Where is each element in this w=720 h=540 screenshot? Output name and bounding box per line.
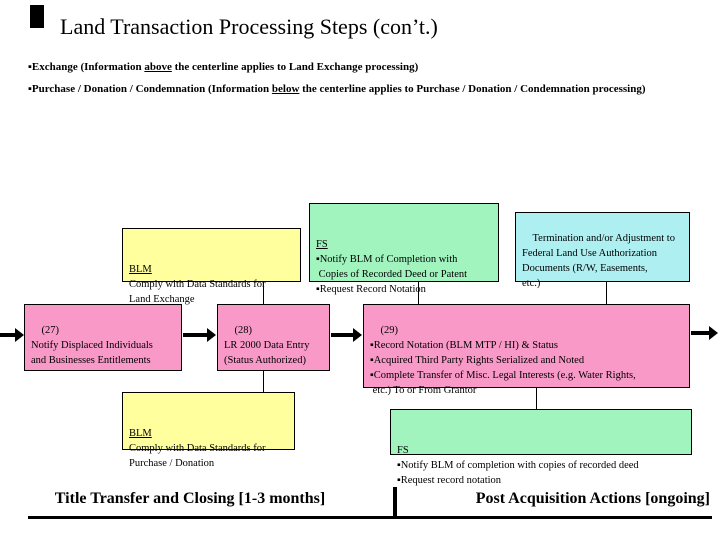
connector-yellow1-to-step28 [263,282,264,304]
phase-divider [393,487,397,517]
box-blm-purchase-donation-body: Comply with Data Standards for Purchase … [129,443,266,469]
connector-green1-to-step29 [418,282,419,304]
legend: ▪Exchange (Information above the centerl… [28,56,718,100]
legend-purchase-underlined: below [271,83,300,95]
page-title: Land Transaction Processing Steps (con’t… [60,14,438,39]
arrow-in-head [15,328,24,342]
box-blm-purchase-donation: BLM Comply with Data Standards for Purcha… [122,392,295,469]
arrow-out-head [709,326,718,340]
arrow-in-icon [0,328,24,342]
arrow-28-29-head [353,328,362,342]
legend-exchange-pre: ▪Exchange (Information [28,61,145,73]
box-fs-completion-body: ▪Notify BLM of Completion with Copies of… [316,254,468,295]
box-step-29-body: (29) ▪Record Notation (BLM MTP / HI) & S… [370,325,636,396]
arrow-in-shaft [0,333,16,337]
arrow-27-to-28-icon [183,328,216,342]
box-blm-land-exchange: BLM Comply with Data Standards for Land E… [122,228,301,305]
box-step-28: (28) LR 2000 Data Entry (Status Authoriz… [217,304,330,371]
legend-purchase-post: the centerline applies to Purchase / Don… [299,83,646,95]
box-step-27-body: (27) Notify Displaced Individuals and Bu… [31,325,153,366]
arrow-out-icon [691,326,718,340]
box-step-29: (29) ▪Record Notation (BLM MTP / HI) & S… [363,304,690,396]
connector-cyan-to-step29 [606,282,607,304]
connector-step29-to-green2 [536,388,537,409]
arrow-out-shaft [691,331,710,335]
box-fs-completion-lower-header: FS [397,445,409,456]
timeline-baseline [28,516,712,519]
arrow-27-28-head [207,328,216,342]
legend-purchase-pre: ▪Purchase / Donation / Condemnation (Inf… [28,83,272,95]
corner-placeholder [30,5,44,28]
phase-label-post-acquisition: Post Acquisition Actions [ongoing] [475,490,710,507]
box-termination: Termination and/or Adjustment to Federal… [515,212,690,289]
box-termination-body: Termination and/or Adjustment to Federal… [522,233,675,289]
box-fs-completion: FS ▪Notify BLM of Completion with Copies … [309,203,499,295]
arrow-28-29-shaft [331,333,354,337]
arrow-28-to-29-icon [331,328,362,342]
box-blm-land-exchange-body: Comply with Data Standards for Land Exch… [129,279,266,305]
box-fs-completion-lower-body: ▪Notify BLM of completion with copies of… [397,460,639,486]
arrow-27-28-shaft [183,333,208,337]
connector-step28-to-yellow2 [263,371,264,392]
box-fs-completion-lower: FS ▪Notify BLM of completion with copies … [390,409,692,486]
legend-exchange: ▪Exchange (Information above the centerl… [28,56,718,78]
box-step-28-body: (28) LR 2000 Data Entry (Status Authoriz… [224,325,310,366]
legend-exchange-post: the centerline applies to Land Exchange … [171,61,419,73]
box-blm-land-exchange-header: BLM [129,264,152,275]
box-fs-completion-header: FS [316,239,328,250]
box-blm-purchase-donation-header: BLM [129,428,152,439]
box-step-27: (27) Notify Displaced Individuals and Bu… [24,304,182,371]
phase-label-title-transfer: Title Transfer and Closing [1-3 months] [54,490,326,507]
legend-exchange-underlined: above [144,61,172,73]
legend-purchase: ▪Purchase / Donation / Condemnation (Inf… [28,78,718,100]
